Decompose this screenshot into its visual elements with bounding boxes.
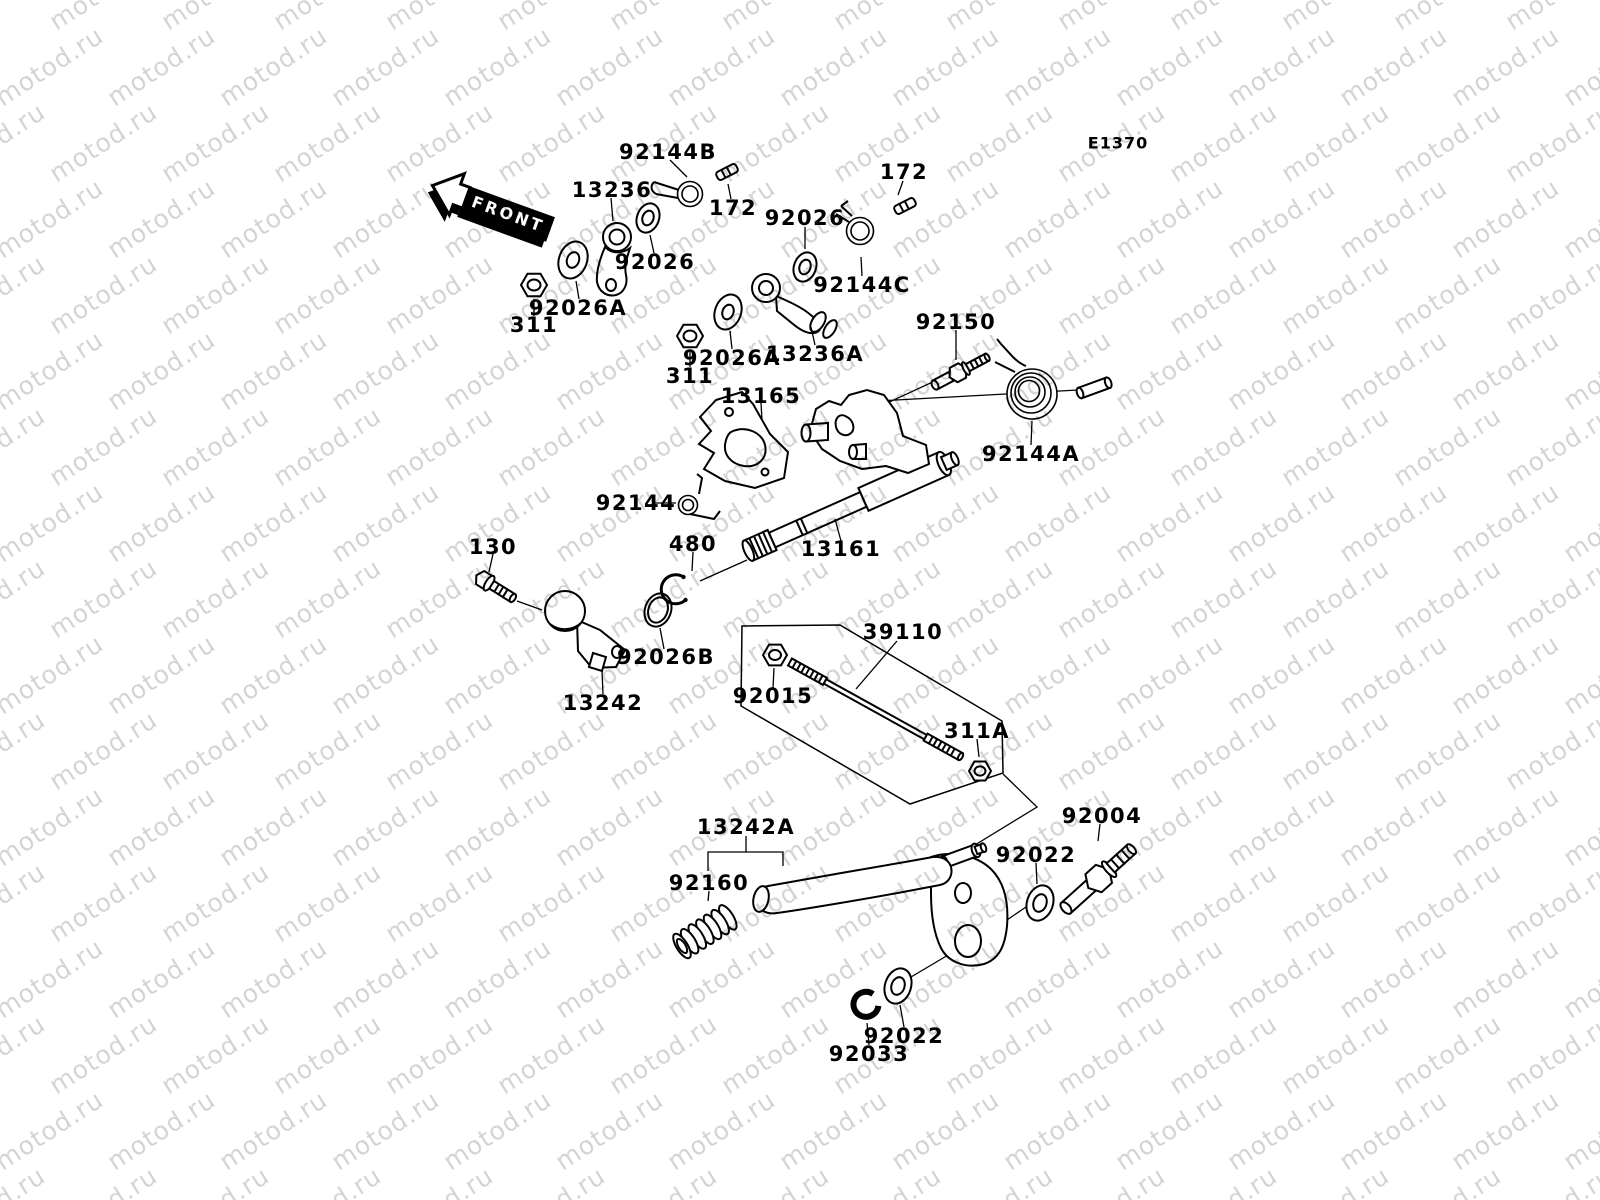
- part-label-92026b: 92026B: [617, 645, 715, 669]
- part-nut-311-a: [519, 272, 549, 298]
- part-plate-13165: [697, 390, 790, 490]
- front-ribbon: [461, 186, 555, 242]
- diagram-code: E1370: [1088, 134, 1148, 153]
- part-rod-39110: [786, 657, 965, 762]
- part-washer-92026a-b: [713, 293, 743, 331]
- part-bolt-92004: [1059, 843, 1137, 915]
- part-nut-311a: [967, 760, 993, 782]
- part-label-92144c: 92144C: [813, 273, 910, 297]
- part-label-480: 480: [669, 532, 717, 556]
- part-pin-172-a: [715, 163, 739, 181]
- part-label-92033: 92033: [829, 1042, 910, 1066]
- part-shift-arm-assembly: [800, 388, 931, 475]
- part-label-13165: 13165: [721, 384, 802, 408]
- part-shaft-13161: [741, 450, 960, 562]
- part-label-92144: 92144: [596, 491, 677, 515]
- part-spring-92144a: [994, 338, 1058, 420]
- part-nut-92015: [761, 643, 789, 667]
- assembly-axis-lines: [516, 379, 1079, 978]
- part-arm-13242: [544, 590, 627, 673]
- part-pedal-arm-13242a: [752, 855, 953, 915]
- part-label-13242a: 13242A: [697, 815, 795, 839]
- part-label-92004: 92004: [1062, 804, 1143, 828]
- part-nut-311-b: [675, 323, 705, 349]
- part-washer-92026-b: [792, 251, 818, 283]
- part-label-92026a-b: 92026A: [683, 346, 781, 370]
- part-label-13161: 13161: [801, 537, 882, 561]
- part-label-92144b: 92144B: [619, 140, 717, 164]
- part-label-311a: 311A: [944, 719, 1010, 743]
- part-eclip-92033: [850, 988, 882, 1020]
- part-label-172-a: 172: [709, 196, 757, 220]
- part-label-92160: 92160: [669, 871, 750, 895]
- part-washer-92026b: [643, 592, 673, 628]
- front-arrow-marker: FRONT: [427, 171, 555, 248]
- part-pedal-boss: [930, 852, 1009, 967]
- part-label-92026a-a: 92026A: [529, 296, 627, 320]
- part-label-92022-b: 92022: [864, 1024, 945, 1048]
- part-label-311-b: 311: [666, 364, 714, 388]
- part-label-92150: 92150: [916, 310, 997, 334]
- part-lever-13236: [595, 222, 632, 297]
- leader-lines: [488, 159, 1101, 1046]
- part-pin-172-b: [893, 197, 917, 215]
- part-spring-92144b: [650, 180, 704, 208]
- part-labels: 92144B 172 13236 92026 92026A 311 172 92…: [469, 140, 1143, 1066]
- part-washer-92026a-a: [557, 240, 589, 280]
- part-washer-92022-b: [883, 967, 913, 1005]
- part-label-92026-a: 92026: [615, 250, 696, 274]
- part-lever-13236a: [751, 273, 838, 339]
- part-label-311-a: 311: [510, 313, 558, 337]
- part-washer-92026-a: [635, 202, 661, 234]
- part-spring-92144: [677, 473, 721, 521]
- part-label-92144a: 92144A: [982, 442, 1080, 466]
- part-washer-92022-a: [1025, 884, 1055, 922]
- part-label-13242: 13242: [563, 691, 644, 715]
- part-label-13236: 13236: [572, 178, 653, 202]
- part-shaft-stub: [1075, 376, 1113, 400]
- part-rubber-92160: [672, 904, 738, 960]
- part-label-13236a: 13236A: [766, 342, 864, 366]
- part-spring-92144c: [835, 200, 875, 246]
- part-bolt-92150: [930, 352, 991, 391]
- part-label-130: 130: [469, 535, 517, 559]
- part-bolt-130: [475, 569, 518, 604]
- part-label-172-b: 172: [880, 160, 928, 184]
- part-label-39110: 39110: [863, 620, 944, 644]
- part-label-92015: 92015: [733, 684, 814, 708]
- part-label-92022-a: 92022: [996, 843, 1077, 867]
- part-circlip-480: [659, 573, 688, 606]
- group-box-39110: [740, 624, 1004, 805]
- part-label-92026-b: 92026: [765, 206, 846, 230]
